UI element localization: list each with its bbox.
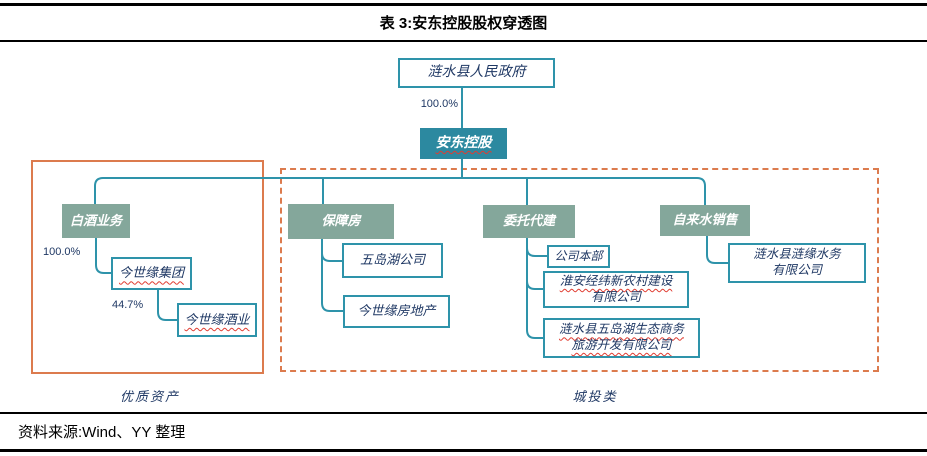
node-jinshiyuan-group: 今世缘集团 [111, 257, 192, 290]
top-rule [0, 3, 927, 6]
figure-title: 表 3:安东控股股权穿透图 [379, 15, 548, 32]
source-note: 资料来源:Wind、YY 整理 [18, 424, 186, 441]
footer-top-rule [0, 412, 927, 414]
chengtou-group-box [280, 168, 879, 372]
ownership-label-baijiu-group: 100.0% [43, 246, 81, 258]
node-wudaohu-company: 五岛湖公司 [342, 243, 443, 278]
node-huaian-jingwei-construction: 淮安经纬新农村建设 有限公司 [543, 271, 689, 308]
quality-assets-group-box [31, 160, 264, 374]
node-county-government: 涟水县人民政府 [398, 58, 555, 88]
node-category-tap-water-sales: 自来水销售 [660, 205, 750, 236]
node-category-affordable-housing: 保障房 [288, 204, 394, 239]
node-jinshiyuan-realestate: 今世缘房地产 [343, 295, 450, 328]
node-company-headquarters: 公司本部 [547, 245, 610, 268]
node-wudaohu-tourism-development: 涟水县五岛湖生态商务 旅游开发有限公司 [543, 318, 700, 358]
node-category-baijiu: 白酒业务 [62, 204, 130, 238]
ownership-label-gov-holding: 100.0% [420, 98, 458, 110]
node-lianyuan-water-company: 涟水县涟缘水务 有限公司 [728, 243, 866, 283]
node-andong-holdings: 安东控股 [420, 128, 507, 159]
node-jinshiyuan-liquor: 今世缘酒业 [177, 303, 257, 337]
node-category-entrusted-construction: 委托代建 [483, 205, 575, 238]
title-underline-rule [0, 40, 927, 42]
group-label-chengtou: 城投类 [572, 389, 618, 404]
group-label-quality-assets: 优质资产 [119, 389, 180, 404]
bottom-rule [0, 449, 927, 452]
ownership-label-group-liquor: 44.7% [112, 299, 144, 311]
